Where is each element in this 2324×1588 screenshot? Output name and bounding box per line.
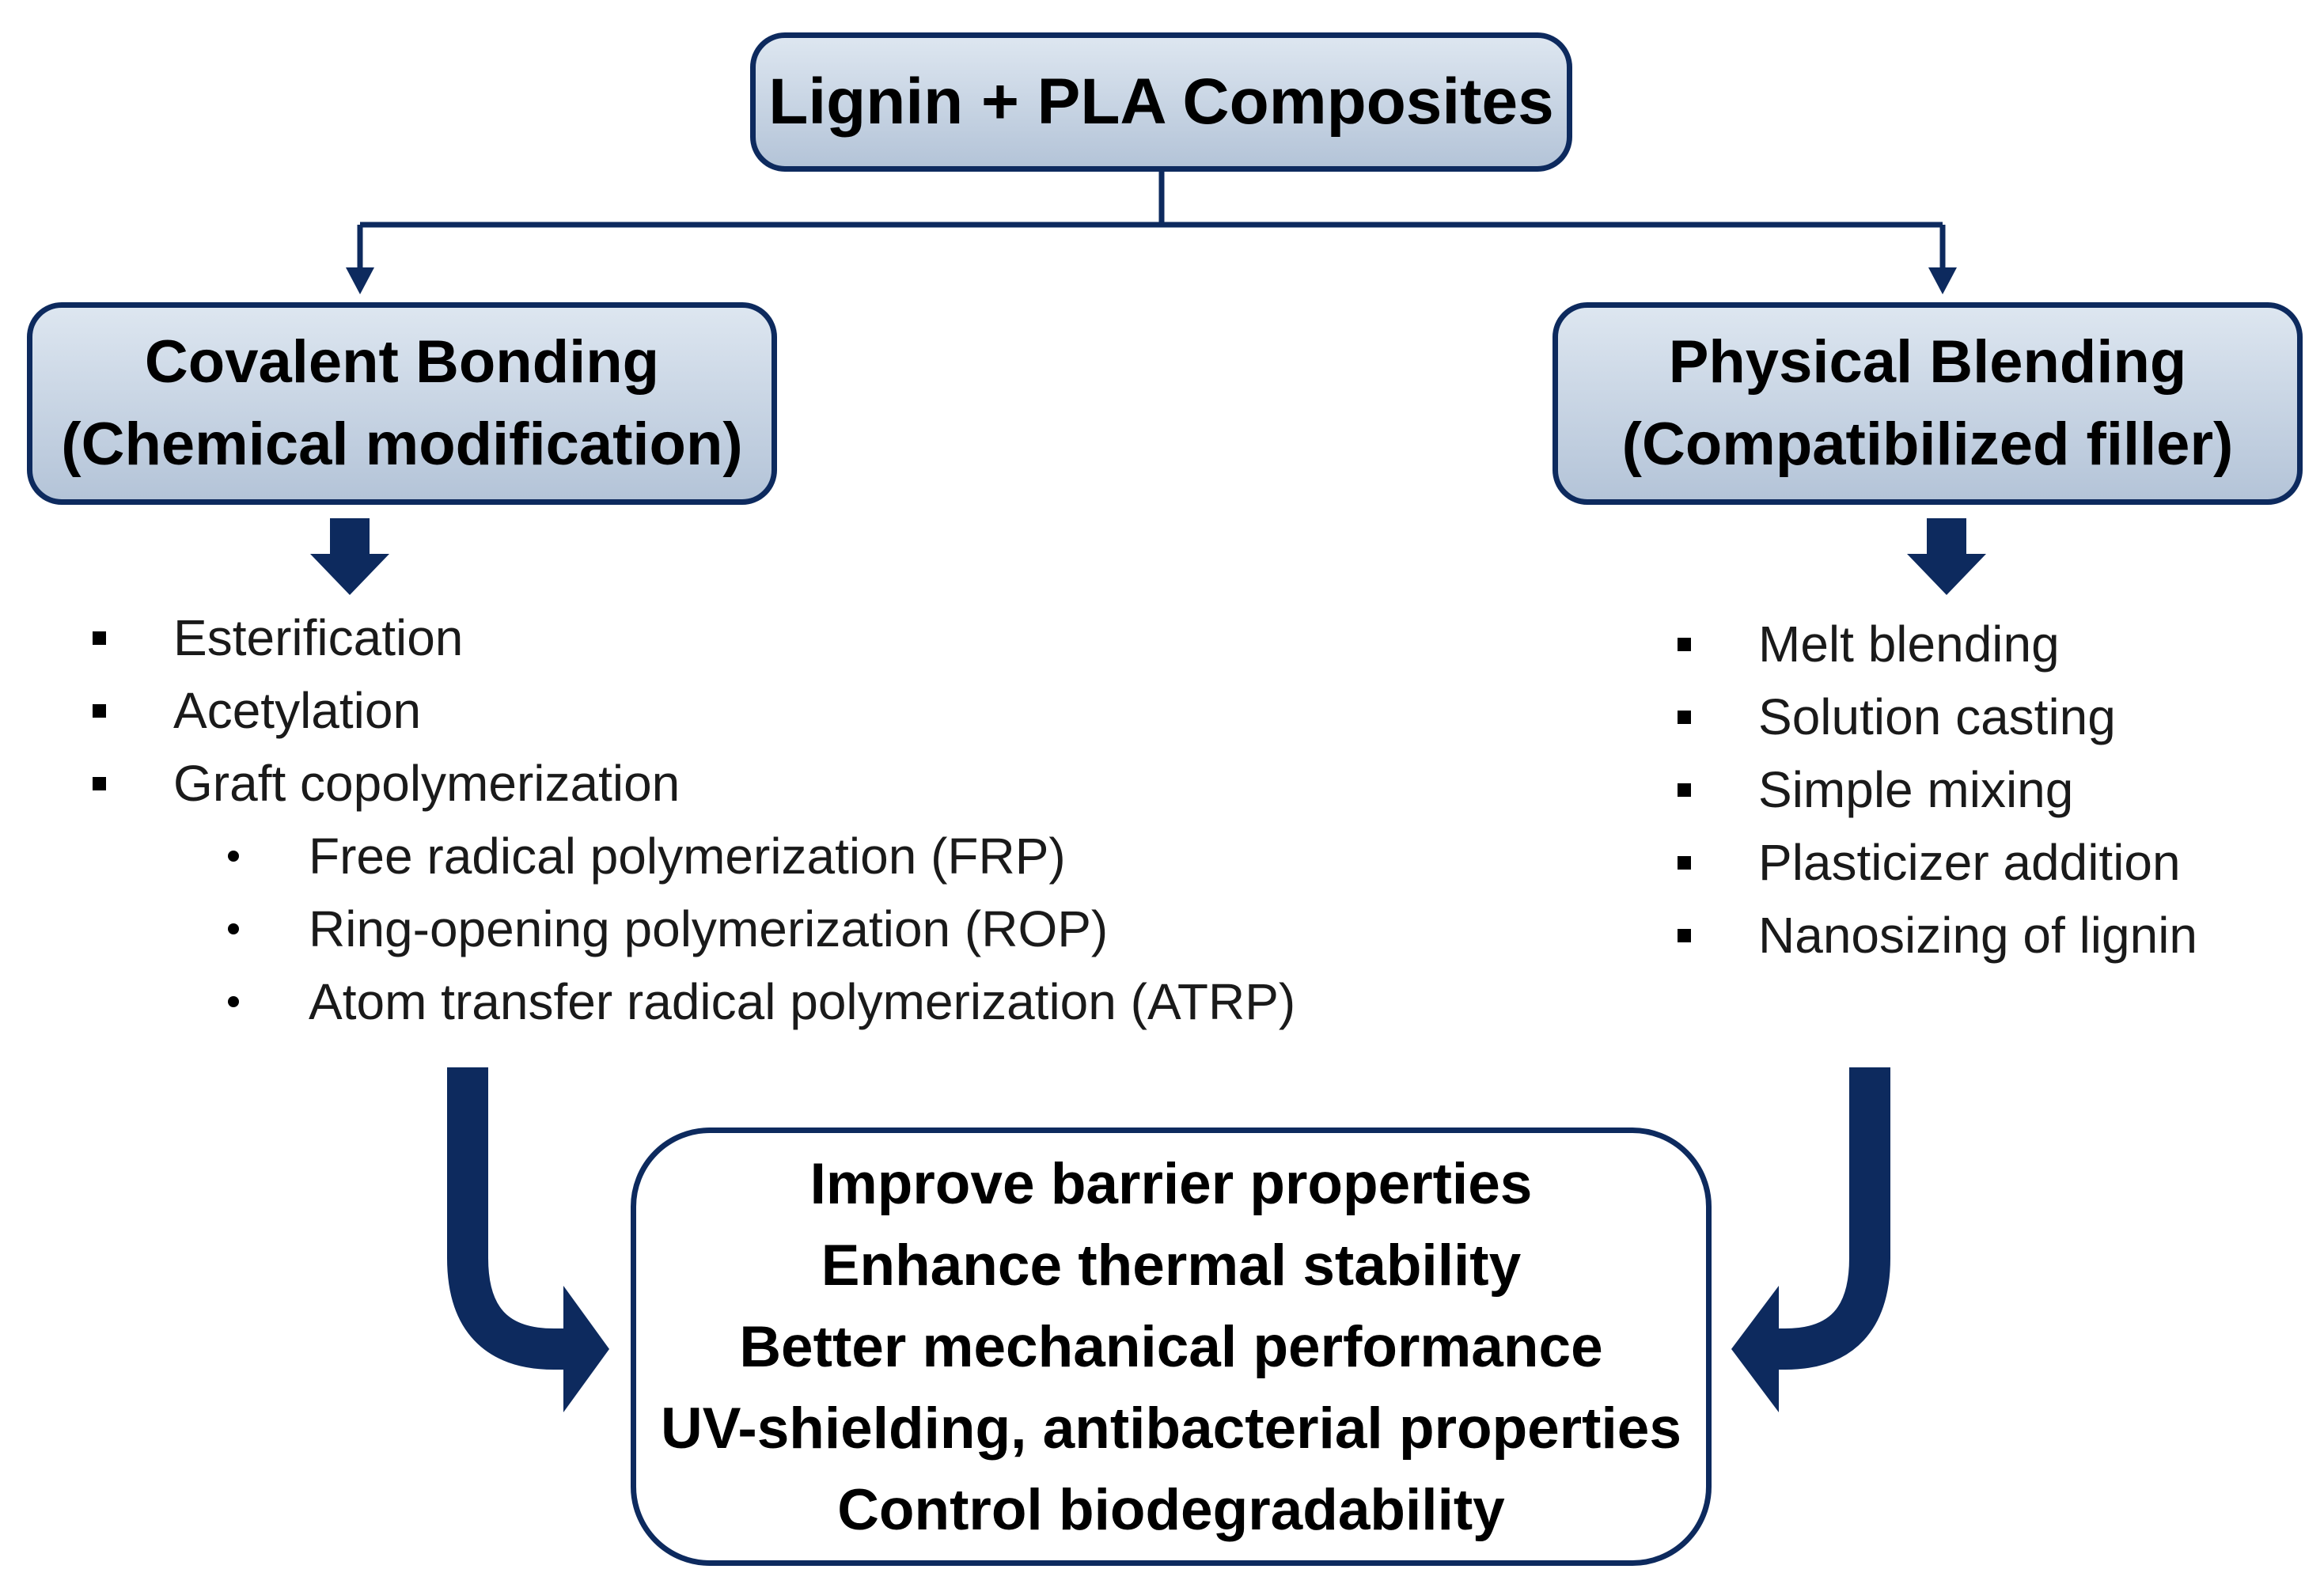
square-bullet-icon [1678,929,1691,942]
arrowhead-left-branch [346,267,374,294]
branch-connector [357,172,1946,271]
covalent-bonding-node: Covalent Bonding (Chemical modification) [27,302,777,505]
physical-blending-node: Physical Blending (Compatibilized filler… [1552,302,2303,505]
curved-arrow-left-head [563,1286,609,1412]
outcome-item: Control biodegradability [837,1477,1505,1542]
round-bullet-icon [228,996,239,1007]
square-bullet-icon [1678,783,1691,797]
square-bullet-icon [1678,638,1691,651]
outcome-item: Improve barrier properties [809,1151,1533,1216]
down-arrow-left [310,518,389,595]
outcome-item: Better mechanical performance [739,1314,1603,1379]
square-bullet-icon [93,704,106,718]
arrowhead-right-branch [1928,267,1957,294]
covalent-title-line1: Covalent Bonding [144,328,660,396]
curved-arrow-right [1765,1067,1890,1370]
square-bullet-icon [93,631,106,645]
square-bullet-icon [93,777,106,790]
round-bullet-icon [228,923,239,934]
outcome-item: Enhance thermal stability [821,1233,1522,1298]
curved-arrow-left [447,1067,574,1370]
square-bullet-icon [1678,856,1691,870]
outcome-item: UV-shielding, antibacterial properties [661,1396,1681,1461]
square-bullet-icon [1678,711,1691,724]
root-title: Lignin + PLA Composites [768,66,1554,138]
down-arrow-right [1907,518,1986,595]
physical-title-line1: Physical Blending [1668,328,2187,396]
root-node: Lignin + PLA Composites [750,32,1572,172]
round-bullet-icon [228,851,239,862]
outcomes-node: Improve barrier properties Enhance therm… [631,1128,1712,1566]
curved-arrow-right-head [1731,1286,1779,1412]
covalent-title-line2: (Chemical modification) [61,411,743,478]
physical-title-line2: (Compatibilized filler) [1621,411,2234,478]
